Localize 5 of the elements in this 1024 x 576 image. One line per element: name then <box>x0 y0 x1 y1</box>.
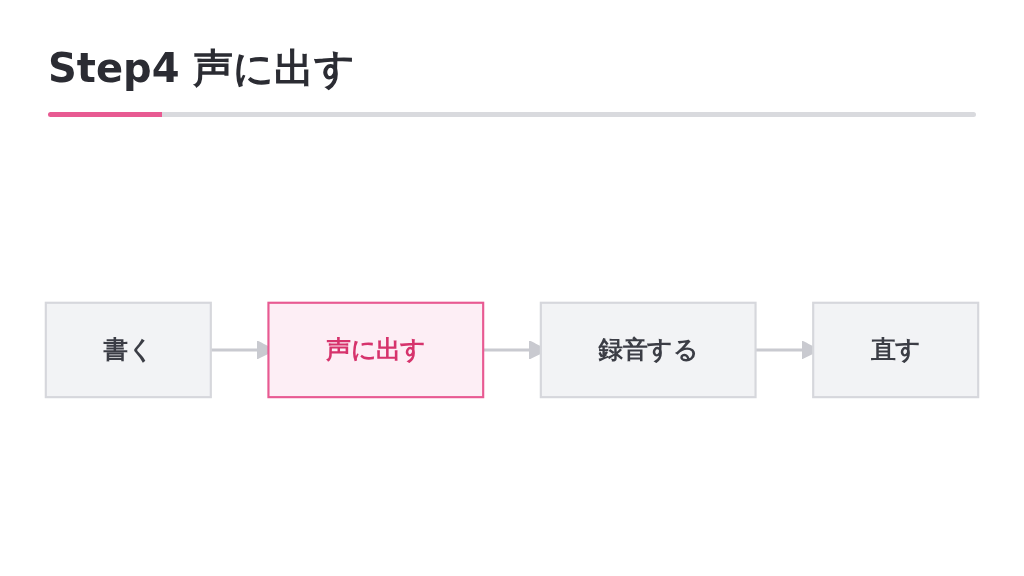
step-box: 録音する <box>539 301 757 399</box>
step-box: 声に出す <box>267 301 485 399</box>
step-box: 直す <box>812 301 980 399</box>
diagram-title: Step4 声に出す <box>48 44 356 92</box>
step-box: 書く <box>44 301 212 399</box>
